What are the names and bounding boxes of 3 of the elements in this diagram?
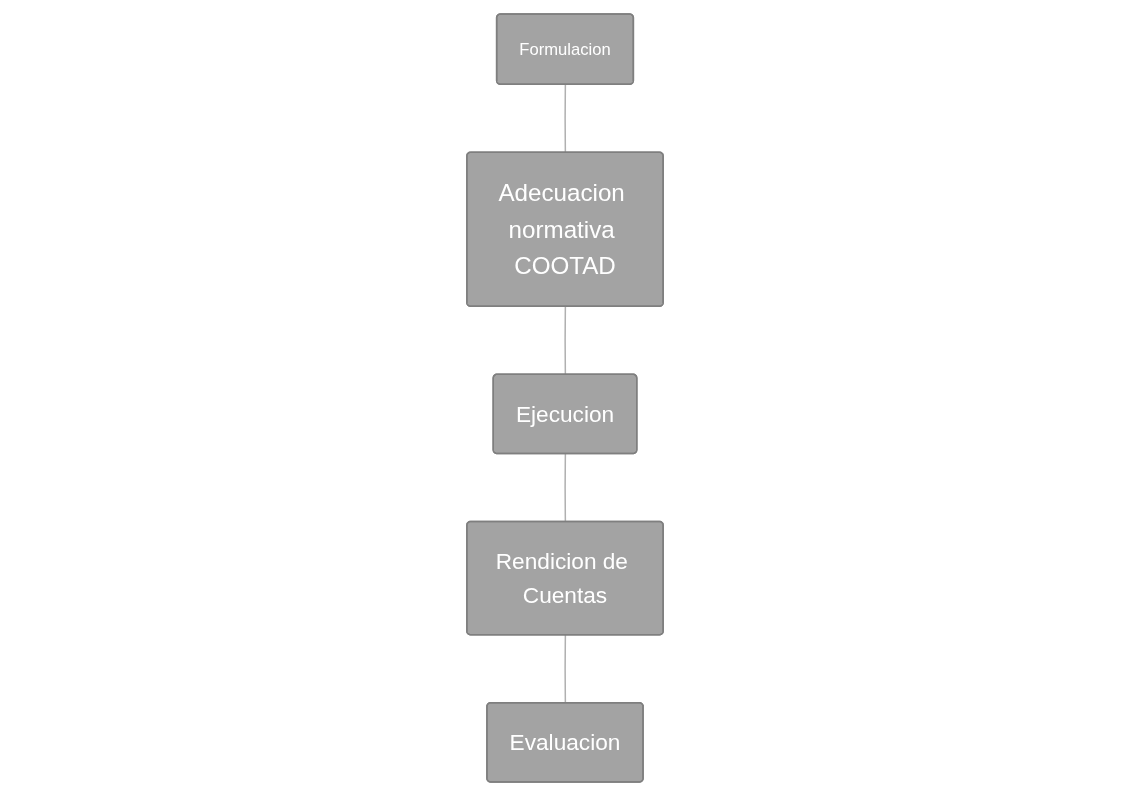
connector [564,305,567,375]
connector [564,633,567,704]
connector [564,83,567,153]
